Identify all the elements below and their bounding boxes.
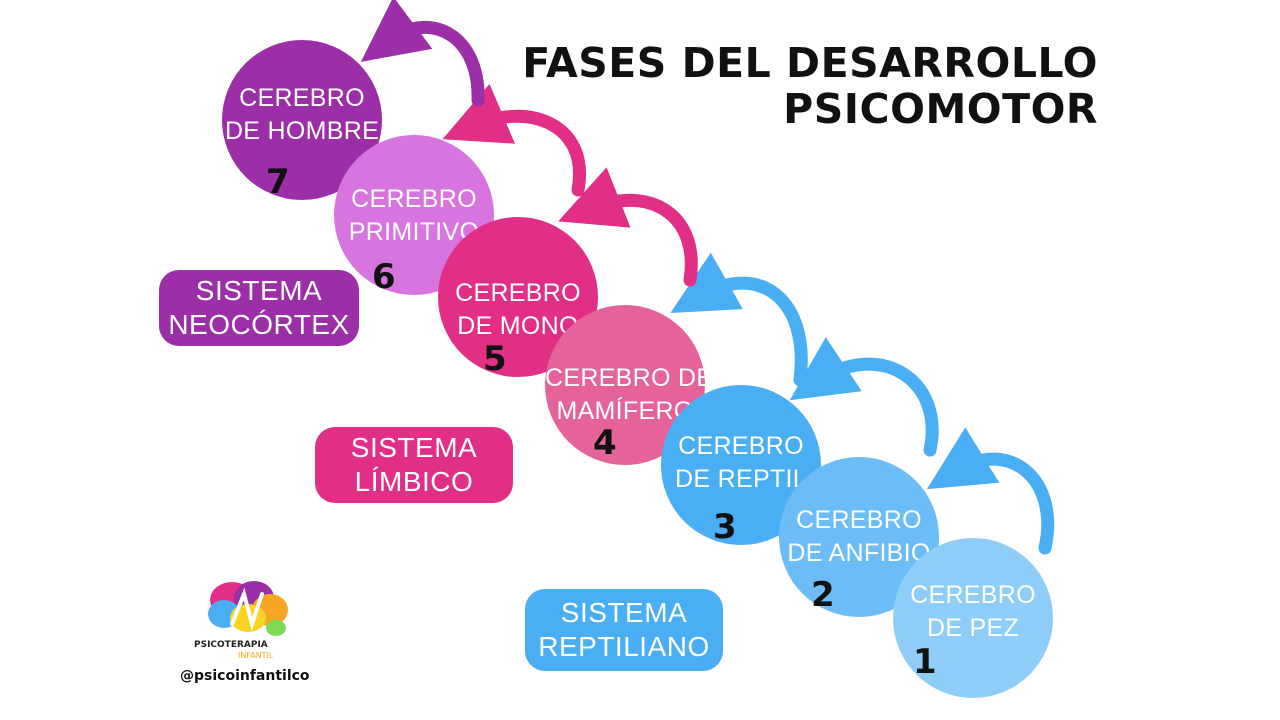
stage-2-line-1: CEREBRO <box>796 506 922 534</box>
arrow-1-to-2 <box>926 427 1055 555</box>
stage-1-line-1: CEREBRO <box>910 581 1036 609</box>
brain-logo-icon <box>208 581 288 636</box>
logo-subtext: INFANTIL <box>238 651 274 660</box>
arrow-6-to-7 <box>360 0 485 107</box>
stage-6-number: 6 <box>372 257 396 297</box>
title-line-2: PSICOMOTOR <box>783 85 1098 133</box>
stage-5-line-1: CEREBRO <box>455 279 581 307</box>
system-limbico-line-2: LÍMBICO <box>354 466 474 497</box>
system-neocortex-line-2: NEOCÓRTEX <box>168 309 350 340</box>
system-neocortex: SISTEMA NEOCÓRTEX <box>159 270 359 346</box>
stage-1-number: 1 <box>913 642 937 682</box>
arrow-5-to-6 <box>442 83 586 197</box>
system-limbico: SISTEMA LÍMBICO <box>315 427 513 503</box>
stage-7-number: 7 <box>266 162 290 202</box>
system-reptiliano-line-2: REPTILIANO <box>538 631 710 662</box>
stage-3-line-1: CEREBRO <box>678 432 804 460</box>
system-reptiliano-line-1: SISTEMA <box>560 597 688 628</box>
stage-6-line-2: PRIMITIVO <box>348 218 480 246</box>
stage-2-line-2: DE ANFIBIO <box>787 539 931 567</box>
stage-2-number: 2 <box>811 575 835 615</box>
stage-7-line-2: DE HOMBRE <box>224 117 380 145</box>
stage-circle-2: CEREBRO DE ANFIBIO 2 <box>779 457 939 617</box>
system-limbico-line-1: SISTEMA <box>350 432 478 463</box>
system-neocortex-line-1: SISTEMA <box>195 275 323 306</box>
stage-4-line-1: CEREBRO DE <box>545 364 714 392</box>
title-line-1: FASES DEL DESARROLLO <box>522 39 1098 87</box>
stage-1-line-2: DE PEZ <box>926 614 1020 642</box>
stage-7-line-1: CEREBRO <box>239 84 365 112</box>
stage-5-number: 5 <box>483 339 507 379</box>
stage-3-line-2: DE REPTIL <box>675 465 807 493</box>
stage-3-number: 3 <box>713 507 737 547</box>
stage-5-line-2: DE MONO <box>457 312 579 340</box>
logo-text: PSICOTERAPIA <box>194 640 268 650</box>
stage-6-line-1: CEREBRO <box>351 185 477 213</box>
social-handle: @psicoinfantilco <box>180 668 310 684</box>
stage-circle-1: CEREBRO DE PEZ 1 <box>893 538 1053 698</box>
system-reptiliano: SISTEMA REPTILIANO <box>525 589 723 671</box>
page-title: FASES DEL DESARROLLO PSICOMOTOR <box>522 40 1098 132</box>
stage-4-line-2: MAMÍFERO <box>556 397 694 425</box>
arrow-2-to-3 <box>789 337 939 457</box>
arrow-4-to-5 <box>558 167 698 287</box>
arrow-3-to-4 <box>670 252 808 387</box>
stage-4-number: 4 <box>593 423 617 463</box>
